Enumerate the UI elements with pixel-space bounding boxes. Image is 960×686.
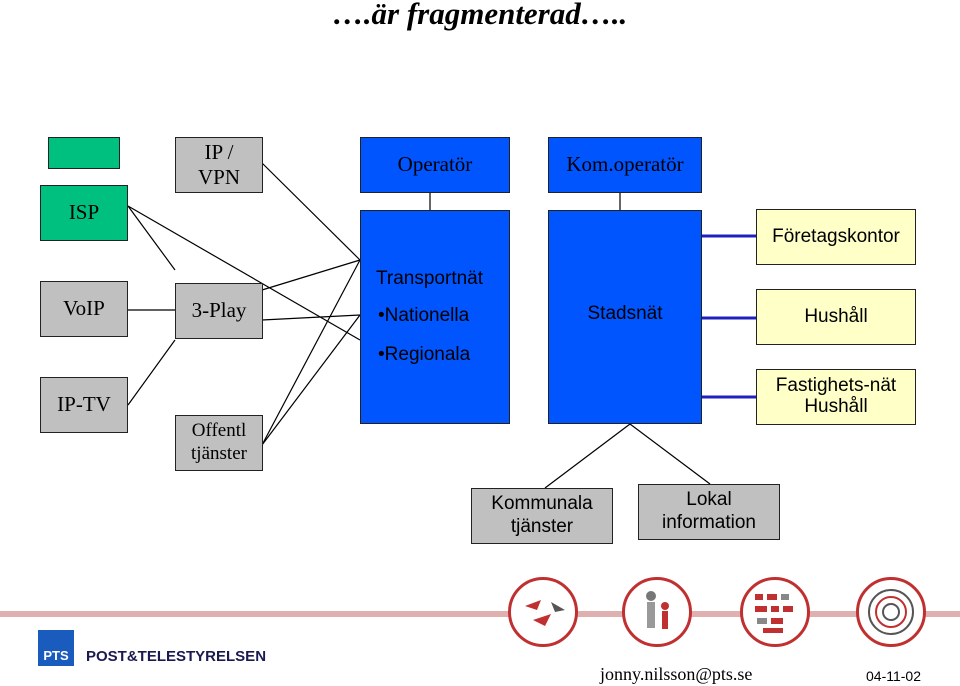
offentl-box: Offentl tjänster xyxy=(175,415,263,471)
fastighetsnat-box: Fastighets-nät Hushåll xyxy=(756,369,916,425)
voip-label: VoIP xyxy=(63,296,105,321)
operator-label: Operatör xyxy=(397,152,473,177)
transport-network-box xyxy=(360,210,510,424)
slide-date: 04-11-02 xyxy=(866,668,922,684)
operator-box: Operatör xyxy=(360,137,510,193)
hushall-box: Hushåll xyxy=(756,289,916,345)
decorative-circle-rings-icon xyxy=(856,577,926,647)
komoperator-label: Kom.operatör xyxy=(566,152,684,177)
lokal-box: Lokal information xyxy=(638,484,780,540)
contact-email: jonny.nilsson@pts.se xyxy=(600,664,753,684)
lokal-label: Lokal information xyxy=(662,489,756,533)
offentl-label: Offentl tjänster xyxy=(191,420,247,464)
decorative-circle-people-icon xyxy=(622,577,692,647)
threeplay-box: 3-Play xyxy=(175,283,263,339)
transport-item-regionala: •Regionala xyxy=(378,344,471,365)
foretagskontor-label: Företagskontor xyxy=(772,225,900,247)
ipvpn-label: IP / VPN xyxy=(197,139,240,189)
voip-box: VoIP xyxy=(40,281,128,337)
isp-label: ISP xyxy=(68,200,100,225)
iptv-box: IP-TV xyxy=(40,377,128,433)
footer-divider xyxy=(0,611,960,617)
page-title: ….är fragmenterad….. xyxy=(332,0,628,31)
pts-logo-text: PTS xyxy=(43,648,69,663)
kommunala-label: Kommunala tjänster xyxy=(491,493,593,537)
stadsnat-label: Stadsnät xyxy=(587,303,663,324)
hushall-label: Hushåll xyxy=(804,305,868,327)
isp-box: ISP xyxy=(40,185,128,241)
iptv-label: IP-TV xyxy=(57,392,111,417)
stadsnat-box xyxy=(548,210,702,424)
fastighetsnat-label: Fastighets-nät Hushåll xyxy=(775,375,897,417)
ipvpn-box: IP / VPN xyxy=(175,137,263,193)
decorative-circle-arrows-icon xyxy=(508,577,578,647)
transport-heading: Transportnät xyxy=(376,268,484,289)
foretagskontor-box: Företagskontor xyxy=(756,209,916,265)
transport-item-nationella: •Nationella xyxy=(378,305,470,326)
decorative-circle-grid-icon xyxy=(740,577,810,647)
brand-name: POST&TELESTYRELSEN xyxy=(86,648,267,665)
empty-green-box xyxy=(48,137,120,169)
komoperator-box: Kom.operatör xyxy=(548,137,702,193)
kommunala-box: Kommunala tjänster xyxy=(471,488,613,544)
threeplay-label: 3-Play xyxy=(191,298,247,323)
pts-logo: PTS xyxy=(38,630,74,666)
